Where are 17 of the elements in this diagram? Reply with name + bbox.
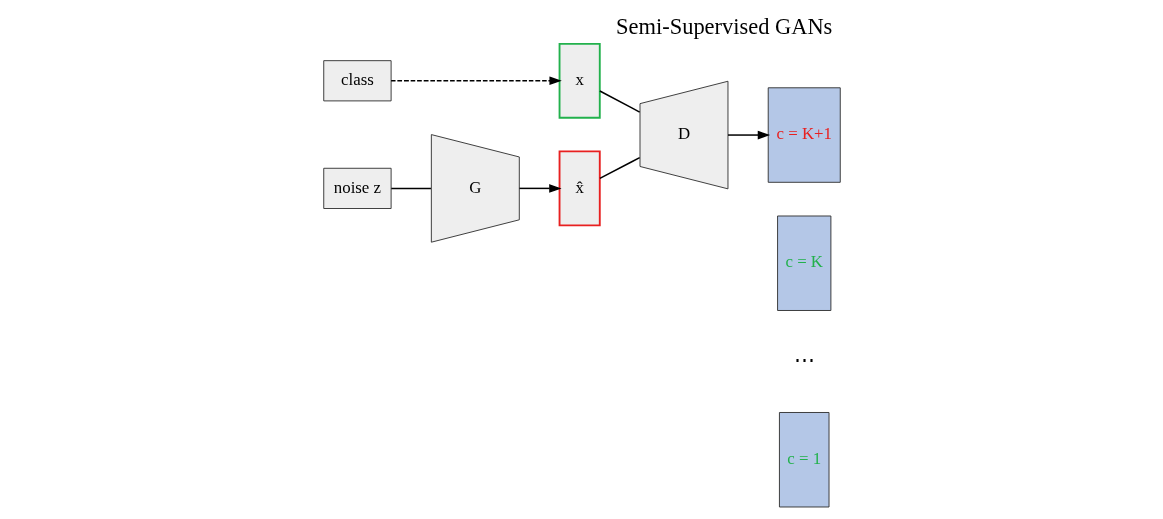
connector — [598, 156, 640, 180]
node-box: c = K — [776, 215, 831, 311]
node-box: x — [558, 42, 601, 119]
label: ⋯ — [793, 348, 815, 371]
connector — [390, 187, 432, 190]
arrow — [389, 76, 562, 86]
arrow — [518, 184, 562, 193]
diagram-title: Semi-Supervised GANs — [615, 13, 832, 39]
arrow — [726, 130, 770, 140]
node-box: G — [430, 134, 520, 243]
node-box: class — [322, 60, 392, 102]
node-box: x̂ — [558, 150, 601, 227]
node-box: noise z — [322, 167, 392, 209]
node-box: c = K+1 — [767, 87, 841, 183]
connector — [598, 90, 640, 113]
node-box: D — [639, 80, 728, 190]
node-box: c = 1 — [778, 412, 829, 508]
